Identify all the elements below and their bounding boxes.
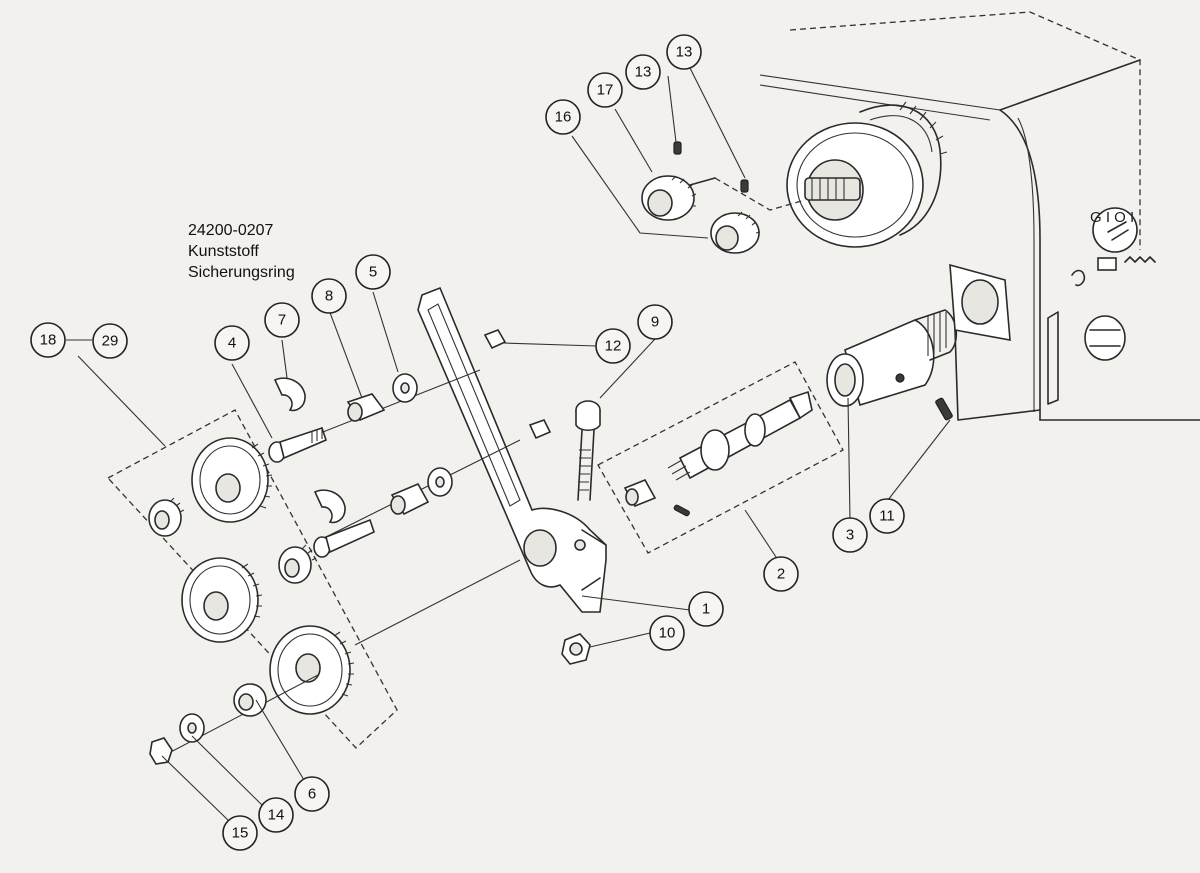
set-screw-11 xyxy=(935,397,953,421)
callout-12: 12 xyxy=(595,328,631,364)
callout-4: 4 xyxy=(214,325,250,361)
svg-text:8: 8 xyxy=(325,288,333,305)
svg-text:3: 3 xyxy=(846,527,854,544)
callout-13a: 13 xyxy=(625,54,661,90)
spacer-8 xyxy=(346,393,386,422)
svg-text:6: 6 xyxy=(308,786,316,803)
switch-knob xyxy=(1092,207,1138,253)
callout-3: 3 xyxy=(832,517,868,553)
nut-15 xyxy=(149,737,173,765)
svg-text:18: 18 xyxy=(40,332,57,349)
svg-text:11: 11 xyxy=(879,508,895,525)
svg-text:13: 13 xyxy=(676,44,693,61)
shaft-assembly-frame xyxy=(597,361,844,554)
svg-text:14: 14 xyxy=(268,807,285,824)
set-screw-13b xyxy=(740,179,749,193)
svg-text:10: 10 xyxy=(659,625,676,642)
callout-11: 11 xyxy=(869,498,905,534)
bushing-gear-small xyxy=(148,497,185,537)
indicator-box xyxy=(1097,257,1117,271)
shaft-nut xyxy=(623,478,657,508)
svg-text:9: 9 xyxy=(651,314,659,331)
hand-symbol-icon xyxy=(1071,269,1086,287)
callout-5: 5 xyxy=(355,254,391,290)
quadrant-arm-1 xyxy=(417,286,607,613)
svg-text:29: 29 xyxy=(102,333,119,350)
change-gear-upper xyxy=(191,437,273,523)
callout-10: 10 xyxy=(649,615,685,651)
washer-14 xyxy=(179,713,205,743)
callout-8: 8 xyxy=(311,278,347,314)
callout-29: 29 xyxy=(92,323,128,359)
part-description: Sicherungsring xyxy=(188,264,295,281)
svg-text:12: 12 xyxy=(605,338,622,355)
svg-text:15: 15 xyxy=(232,825,249,842)
spindle-pulley xyxy=(786,101,948,248)
pinion-middle xyxy=(278,544,317,584)
shaft-2 xyxy=(667,390,813,481)
callout-1: 1 xyxy=(688,591,724,627)
spacer-6 xyxy=(233,683,267,717)
svg-text:7: 7 xyxy=(278,312,286,329)
part-note: 24200-0207 Kunststoff Sicherungsring xyxy=(188,220,295,283)
nut-12a xyxy=(483,329,507,350)
switch-marking: G I O I xyxy=(1090,209,1134,226)
callout-2: 2 xyxy=(763,556,799,592)
lower-switch xyxy=(1084,315,1126,361)
shaft-pin xyxy=(673,504,690,517)
svg-text:16: 16 xyxy=(555,109,572,126)
svg-text:1: 1 xyxy=(702,601,710,618)
gear-assembly-axis xyxy=(714,177,806,211)
svg-text:2: 2 xyxy=(777,566,785,583)
change-gear-middle xyxy=(181,557,263,643)
callout-15: 15 xyxy=(222,815,258,851)
change-gear-lower xyxy=(269,625,355,715)
callout-16: 16 xyxy=(545,99,581,135)
svg-text:13: 13 xyxy=(635,64,652,81)
callout-9: 9 xyxy=(637,304,673,340)
svg-text:17: 17 xyxy=(597,82,614,99)
washer-5 xyxy=(392,373,418,403)
housing-flange xyxy=(949,263,1041,421)
set-screw-13a xyxy=(673,141,682,155)
callout-7: 7 xyxy=(264,302,300,338)
part-number: 24200-0207 xyxy=(188,222,274,239)
callout-17: 17 xyxy=(587,72,623,108)
callout-14: 14 xyxy=(258,797,294,833)
bushing-3 xyxy=(826,309,958,407)
part-material: Kunststoff xyxy=(188,243,259,260)
cap-screw-9 xyxy=(575,400,601,501)
headstock-housing: G I O I xyxy=(759,11,1200,421)
svg-text:4: 4 xyxy=(228,335,236,352)
stud-4 xyxy=(268,426,327,463)
leader-lines xyxy=(66,67,951,823)
washer-lower xyxy=(427,467,453,497)
nut-12b xyxy=(528,419,552,440)
callout-13b: 13 xyxy=(666,34,702,70)
lower-gear-axis xyxy=(354,559,521,646)
stud-lower xyxy=(313,518,375,558)
circlip-7 xyxy=(273,377,306,412)
spacer-lower xyxy=(390,482,430,516)
gear-16 xyxy=(710,211,761,254)
svg-text:5: 5 xyxy=(369,264,377,281)
gear-17 xyxy=(641,175,716,221)
circlip-lower xyxy=(313,489,346,524)
callout-6: 6 xyxy=(294,776,330,812)
callout-18: 18 xyxy=(30,322,66,358)
